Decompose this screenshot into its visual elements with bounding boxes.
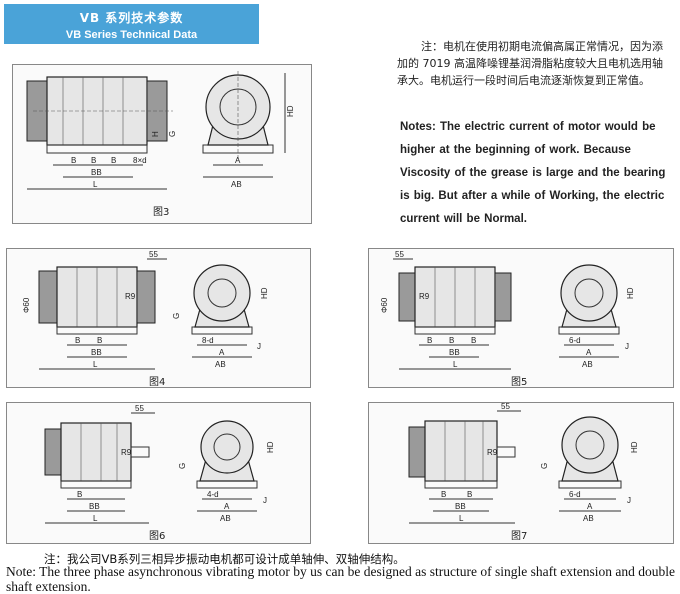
svg-text:G: G [172, 313, 181, 319]
svg-text:B: B [97, 336, 102, 345]
svg-text:L: L [93, 360, 98, 369]
svg-text:55: 55 [149, 250, 158, 259]
svg-text:BB: BB [91, 168, 102, 177]
figure-6-drawing: 55 R9 B BB L 4-d A AB HD G J [44, 404, 275, 524]
svg-text:8-d: 8-d [202, 336, 214, 345]
svg-text:4-d: 4-d [207, 490, 219, 499]
svg-text:A: A [219, 348, 225, 357]
svg-text:G: G [168, 131, 177, 137]
figure-3-label: 图3 [153, 207, 170, 218]
svg-text:B: B [467, 490, 472, 499]
svg-text:B: B [427, 336, 432, 345]
svg-text:R9: R9 [487, 448, 498, 457]
svg-text:G: G [540, 463, 549, 469]
figure-6-panel: 55 R9 B BB L 4-d A AB HD G J 图6 [6, 402, 311, 544]
svg-text:AB: AB [583, 514, 594, 523]
svg-text:L: L [93, 514, 98, 523]
svg-text:AB: AB [220, 514, 231, 523]
svg-text:55: 55 [395, 250, 404, 259]
footer-note-en: Note: The three phase asynchronous vibra… [6, 564, 675, 594]
svg-text:A: A [235, 156, 241, 165]
figure-7-label: 图7 [511, 531, 528, 542]
svg-text:H: H [151, 131, 160, 137]
footer-note-cn: 注：我公司VB系列三相异步振动电机都可设计成单轴伸、双轴伸结构。 [44, 552, 405, 566]
title-banner: VB 系列技术参数 VB Series Technical Data [4, 4, 259, 44]
svg-text:55: 55 [501, 403, 510, 411]
svg-text:J: J [263, 496, 267, 505]
svg-text:BB: BB [449, 348, 460, 357]
svg-text:B: B [449, 336, 454, 345]
svg-text:AB: AB [582, 360, 593, 369]
figure-5-label: 图5 [511, 377, 528, 388]
svg-text:B: B [441, 490, 446, 499]
svg-text:BB: BB [91, 348, 102, 357]
svg-text:L: L [93, 180, 98, 189]
svg-text:B: B [71, 156, 76, 165]
svg-text:HD: HD [286, 105, 295, 117]
svg-text:Φ60: Φ60 [380, 297, 389, 313]
svg-text:L: L [459, 514, 464, 523]
svg-text:BB: BB [455, 502, 466, 511]
svg-text:AB: AB [215, 360, 226, 369]
svg-text:HD: HD [266, 441, 275, 453]
svg-text:A: A [587, 502, 593, 511]
title-cn: VB 系列技术参数 [79, 11, 184, 25]
svg-text:55: 55 [135, 404, 144, 413]
figure-4-label: 图4 [149, 377, 166, 388]
title-en: VB Series Technical Data [65, 29, 198, 41]
svg-text:6-d: 6-d [569, 336, 581, 345]
svg-text:B: B [111, 156, 116, 165]
svg-text:R9: R9 [419, 292, 430, 301]
svg-text:B: B [471, 336, 476, 345]
svg-text:B: B [91, 156, 96, 165]
svg-text:G: G [178, 463, 187, 469]
svg-text:R9: R9 [121, 448, 132, 457]
svg-text:B: B [75, 336, 80, 345]
svg-text:AB: AB [231, 180, 242, 189]
svg-text:HD: HD [626, 287, 635, 299]
svg-text:A: A [586, 348, 592, 357]
svg-text:A: A [224, 502, 230, 511]
svg-text:HD: HD [260, 287, 269, 299]
svg-text:J: J [257, 342, 261, 351]
figure-6-label: 图6 [149, 531, 166, 542]
note-en: Notes: The electric current of motor wou… [400, 121, 666, 225]
svg-text:HD: HD [630, 441, 639, 453]
svg-text:6-d: 6-d [569, 490, 581, 499]
svg-text:BB: BB [89, 502, 100, 511]
dim-bolt: 8×d [133, 156, 147, 165]
svg-text:L: L [453, 360, 458, 369]
svg-text:B: B [77, 490, 82, 499]
svg-text:J: J [627, 496, 631, 505]
svg-text:J: J [625, 342, 629, 351]
note-cn: 注：电机在使用初期电流偏高属正常情况，因为添加的 7019 高温降噪锂基润滑脂粘… [397, 40, 663, 87]
svg-text:R9: R9 [125, 292, 136, 301]
svg-text:Φ60: Φ60 [22, 297, 31, 313]
